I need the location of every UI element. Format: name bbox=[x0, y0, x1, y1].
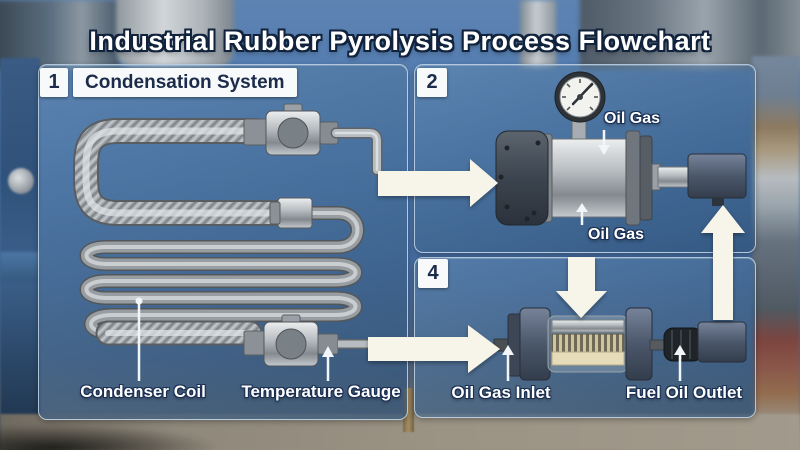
arrow-up-to-separator-icon bbox=[701, 205, 745, 320]
pressure-gauge-icon bbox=[554, 71, 606, 123]
background-left-pipe bbox=[0, 252, 40, 282]
condenser-coil-icon bbox=[86, 131, 358, 333]
label-oil-gas-top: Oil Gas bbox=[603, 110, 661, 127]
label-temperature-gauge: Temperature Gauge bbox=[241, 382, 401, 401]
background-pipe bbox=[520, 0, 556, 68]
arrow-right-to-collector-icon bbox=[368, 325, 500, 373]
step-number-2: 2 bbox=[417, 68, 447, 97]
step-number-1: 1 bbox=[40, 68, 68, 97]
label-oil-gas-bottom: Oil Gas bbox=[587, 226, 645, 243]
label-condenser-coil: Condenser Coil bbox=[80, 382, 206, 401]
fuel-oil-collector-icon bbox=[493, 307, 747, 381]
junction-box-icon-top bbox=[687, 153, 747, 199]
black-coupling-icon bbox=[663, 327, 703, 362]
page-title: Industrial Rubber Pyrolysis Process Flow… bbox=[89, 26, 711, 56]
arrow-down-into-collector-icon bbox=[556, 257, 607, 318]
background-tank bbox=[116, 0, 234, 68]
background-gauge-icon bbox=[8, 168, 34, 194]
background-shadow bbox=[0, 424, 220, 450]
condensation-system-header: Condensation System bbox=[73, 68, 297, 97]
callout-lines bbox=[135, 130, 686, 381]
temperature-gauge-icon bbox=[243, 314, 374, 367]
step-number-4: 4 bbox=[418, 259, 448, 288]
flow-arrows bbox=[368, 159, 745, 373]
arrow-right-to-separator-icon bbox=[378, 159, 498, 207]
background-pole bbox=[403, 388, 414, 432]
background-right-machinery bbox=[752, 56, 800, 450]
valve-icon-top bbox=[243, 103, 377, 170]
label-oil-gas-inlet: Oil Gas Inlet bbox=[451, 383, 551, 402]
junction-box-icon-bottom bbox=[697, 321, 747, 363]
oil-gas-separator-icon bbox=[495, 71, 747, 226]
label-fuel-oil-outlet: Fuel Oil Outlet bbox=[625, 383, 743, 402]
